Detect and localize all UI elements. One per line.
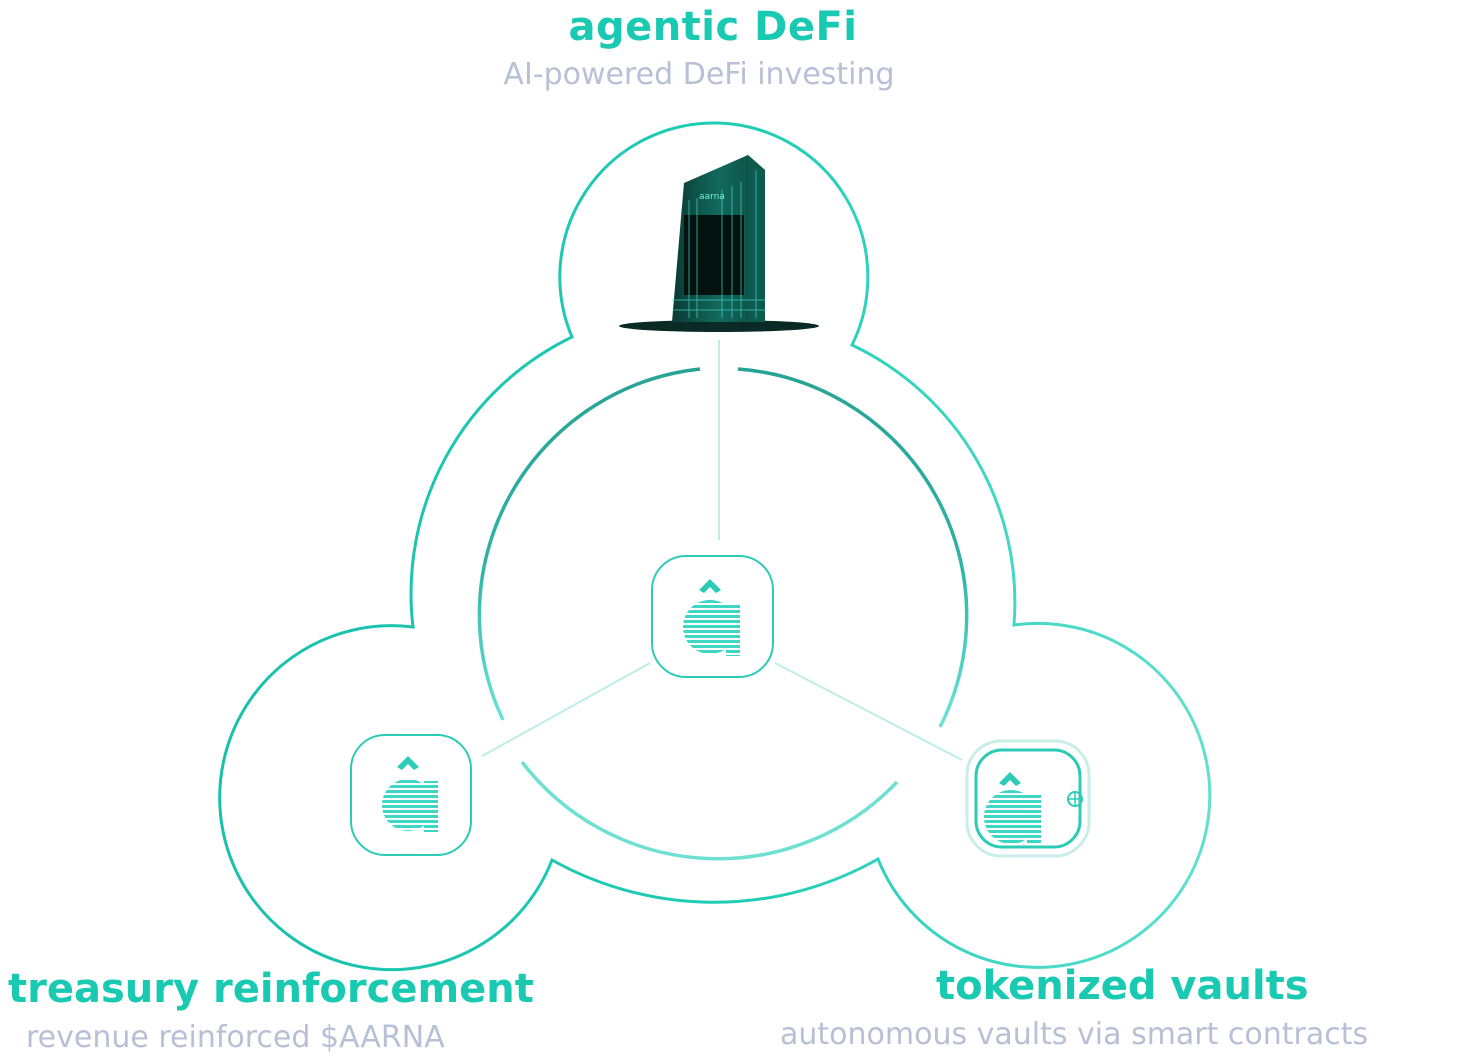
- building-sign-text: aarna: [699, 192, 725, 202]
- left-node-subtitle: revenue reinforced $AARNA: [26, 1020, 445, 1055]
- center-aarna-logo-icon: [651, 555, 774, 678]
- top-node-subtitle: AI-powered DeFi investing: [503, 57, 895, 92]
- top-node-title: agentic DeFi: [568, 4, 858, 50]
- inner-ring-arc-top-left: [477, 367, 701, 721]
- left-node-title: treasury reinforcement: [8, 966, 534, 1012]
- inner-ring-arc-top-right: [737, 367, 969, 728]
- inner-ring-arc-bottom: [520, 760, 899, 861]
- right-node-title: tokenized vaults: [936, 963, 1309, 1009]
- connector-left: [481, 662, 651, 757]
- left-aarna-logo-icon: [350, 734, 472, 856]
- connector-right: [774, 662, 963, 761]
- right-node-subtitle: autonomous vaults via smart contracts: [780, 1017, 1369, 1052]
- building-icon: aarna: [619, 155, 819, 332]
- right-vault-logo-icon: [965, 739, 1091, 858]
- outer-trefoil-outline: [218, 121, 1212, 972]
